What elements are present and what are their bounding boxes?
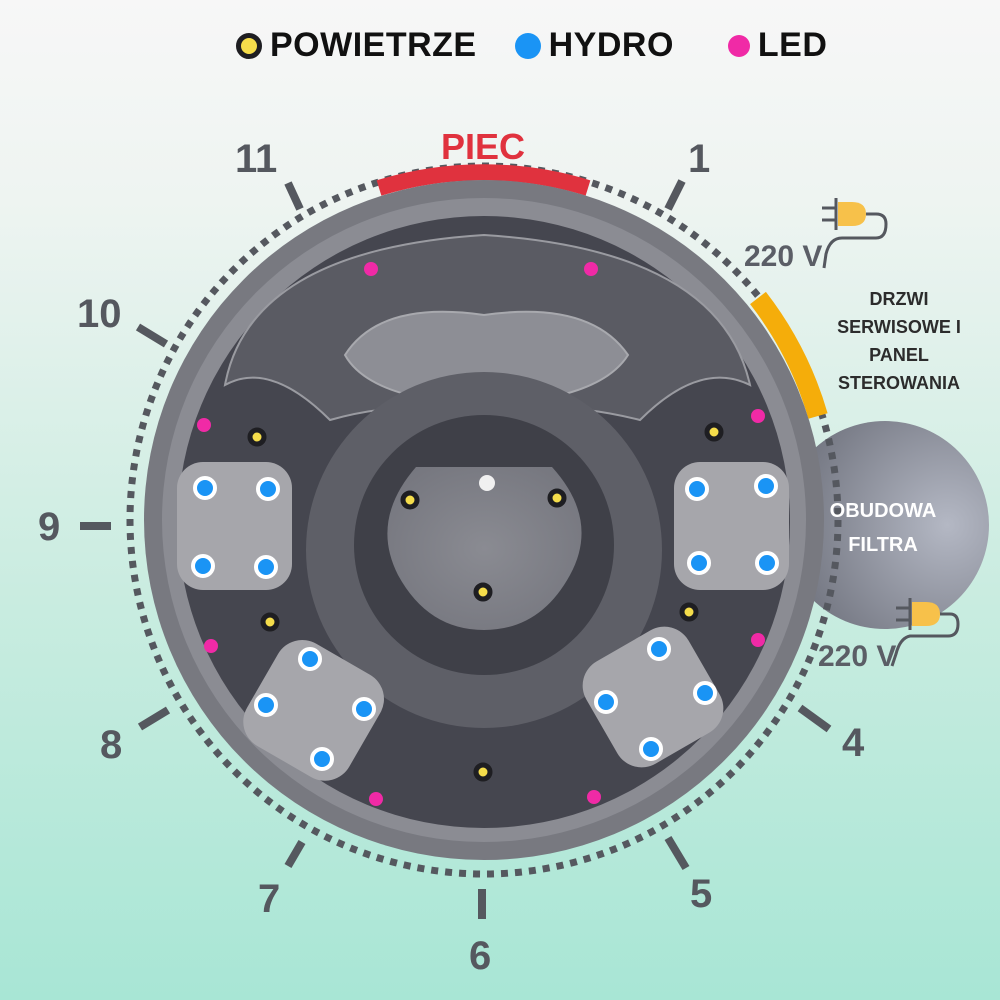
tick-5 (664, 835, 690, 871)
footwell-floor (387, 467, 582, 630)
power-plug-icon (822, 198, 888, 269)
drain-icon (479, 475, 495, 491)
led-light (204, 639, 218, 653)
hour-label-1: 1 (688, 137, 711, 181)
hour-label-9: 9 (38, 505, 61, 549)
hour-label-8: 8 (100, 723, 123, 767)
seat-pad-bottom-left (243, 640, 384, 781)
air-jet (679, 602, 699, 622)
hour-label-10: 10 (77, 292, 122, 336)
tick-1 (664, 179, 686, 211)
legend-label: LED (757, 26, 828, 64)
hydro-dot-icon (514, 32, 541, 59)
power-plug-icon (890, 598, 960, 667)
tick-11 (284, 181, 304, 211)
led-dot-icon (727, 34, 750, 57)
filter-label-line: FILTRA (848, 534, 918, 556)
legend-label: HYDRO (548, 26, 674, 64)
service-label-line: STEROWANIA (837, 373, 960, 393)
legend-item-hydro: HYDRO (514, 26, 674, 65)
hydro-jet (254, 693, 278, 717)
air-jet (704, 422, 724, 442)
tick-8 (137, 706, 171, 731)
hydro-jet (256, 477, 280, 501)
led-light (751, 633, 765, 647)
seat-pad-bottom-right (582, 626, 724, 768)
led-lights (197, 262, 765, 806)
tick-7 (284, 839, 306, 869)
led-light (587, 790, 601, 804)
hydro-jet (693, 681, 717, 705)
air-jet (400, 490, 420, 510)
hydro-jet (639, 737, 663, 761)
hour-label-5: 5 (690, 872, 713, 916)
hydro-jet (755, 551, 779, 575)
hour-label-6: 6 (469, 934, 492, 978)
led-light (369, 792, 383, 806)
air-dot-icon (236, 32, 262, 59)
service-label-line: SERWISOWE I (837, 317, 961, 337)
tick-4 (797, 704, 832, 733)
service-label-line: PANEL (869, 345, 929, 365)
hour-label-4: 4 (842, 721, 865, 765)
service-label-line: DRZWI (869, 289, 929, 309)
air-jet (247, 427, 267, 447)
air-jet (260, 612, 280, 632)
led-light (584, 262, 598, 276)
hour-label-7: 7 (258, 877, 281, 921)
service-door-label: DRZWI SERWISOWE I PANEL STEROWANIA (814, 285, 984, 397)
piec-arc (376, 164, 591, 196)
legend-item-air: POWIETRZE (236, 26, 477, 65)
voltage-label-top: 220 V (744, 240, 823, 273)
led-light (751, 409, 765, 423)
legend-label: POWIETRZE (270, 26, 477, 64)
hydro-jet (352, 697, 376, 721)
tick-10 (135, 323, 169, 348)
filter-label-line: OBUDOWA (829, 500, 937, 522)
air-jet (547, 488, 567, 508)
hydro-jet (685, 477, 709, 501)
hydro-jet (191, 554, 215, 578)
led-light (197, 418, 211, 432)
hydro-jet (594, 690, 618, 714)
service-door-arc (750, 291, 828, 419)
led-light (364, 262, 378, 276)
hour-ticks (80, 179, 832, 919)
air-jets (247, 422, 724, 782)
hydro-jet (310, 747, 334, 771)
hydro-jet (254, 555, 278, 579)
hour-label-11: 11 (235, 137, 278, 181)
hydro-jet (298, 647, 322, 671)
air-jet (473, 582, 493, 602)
voltage-label-bottom: 220 V (818, 640, 897, 673)
legend: POWIETRZE HYDRO LED (236, 26, 861, 65)
hydro-jet (687, 551, 711, 575)
heater-label: PIEC (441, 126, 526, 167)
hydro-jet (647, 637, 671, 661)
hydro-jets (191, 474, 779, 771)
filter-housing-label: OBUDOWA FILTRA (818, 494, 948, 562)
legend-item-led: LED (727, 26, 828, 65)
air-jet (473, 762, 493, 782)
hydro-jet (754, 474, 778, 498)
hydro-jet (193, 476, 217, 500)
